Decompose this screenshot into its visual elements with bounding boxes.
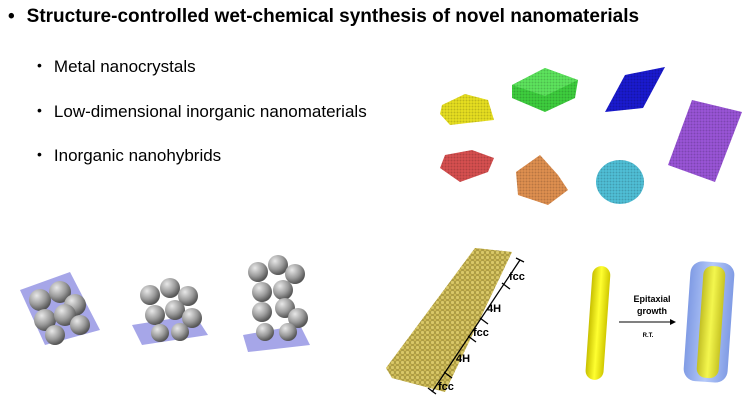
label-fcc-mid: fcc: [473, 327, 489, 339]
cyan-nanodisk: [596, 160, 644, 204]
gold-nanorod: [386, 248, 512, 392]
label-fcc-top: fcc: [509, 271, 525, 283]
bullet-icon: •: [37, 102, 42, 118]
bullet-item: • Metal nanocrystals: [37, 57, 196, 77]
label-4h-top: 4H: [487, 303, 501, 315]
bullet-label: Metal nanocrystals: [53, 57, 196, 76]
epitaxy-label-line1: Epitaxial: [633, 294, 670, 304]
bullet-label: Inorganic nanohybrids: [53, 146, 222, 165]
sphere-cluster-1: [20, 272, 100, 345]
bullet-item: • Inorganic nanohybrids: [37, 146, 221, 166]
sphere-cluster-2: [132, 278, 208, 345]
slide-heading: • Structure-controlled wet-chemical synth…: [8, 6, 639, 28]
bullet-icon: •: [37, 146, 42, 162]
arrow-icon: [619, 319, 676, 325]
core-shell-nanowire: [683, 261, 735, 383]
sphere-cluster-3: [243, 255, 310, 352]
condition-label: R.T.: [643, 333, 654, 339]
bullet-label: Low-dimensional inorganic nanomaterials: [53, 102, 367, 121]
blue-nanoplate: [605, 67, 665, 112]
epitaxy-label-line2: growth: [637, 306, 667, 316]
bullet-icon: •: [8, 6, 15, 27]
bullet-item: • Low-dimensional inorganic nanomaterials: [37, 102, 367, 122]
orange-nanoplate: [516, 155, 568, 205]
red-nanoplate: [440, 150, 494, 182]
purple-nanobelt: [668, 100, 742, 182]
yellow-nanoplate: [440, 94, 494, 125]
label-fcc-bottom: fcc: [438, 381, 454, 393]
bullet-icon: •: [37, 57, 42, 73]
green-nanoplate: [512, 68, 578, 112]
heading-text: Structure-controlled wet-chemical synthe…: [26, 6, 640, 27]
yellow-nanowire: [585, 266, 611, 380]
label-4h-bottom: 4H: [456, 353, 470, 365]
phase-scale: [427, 257, 525, 395]
